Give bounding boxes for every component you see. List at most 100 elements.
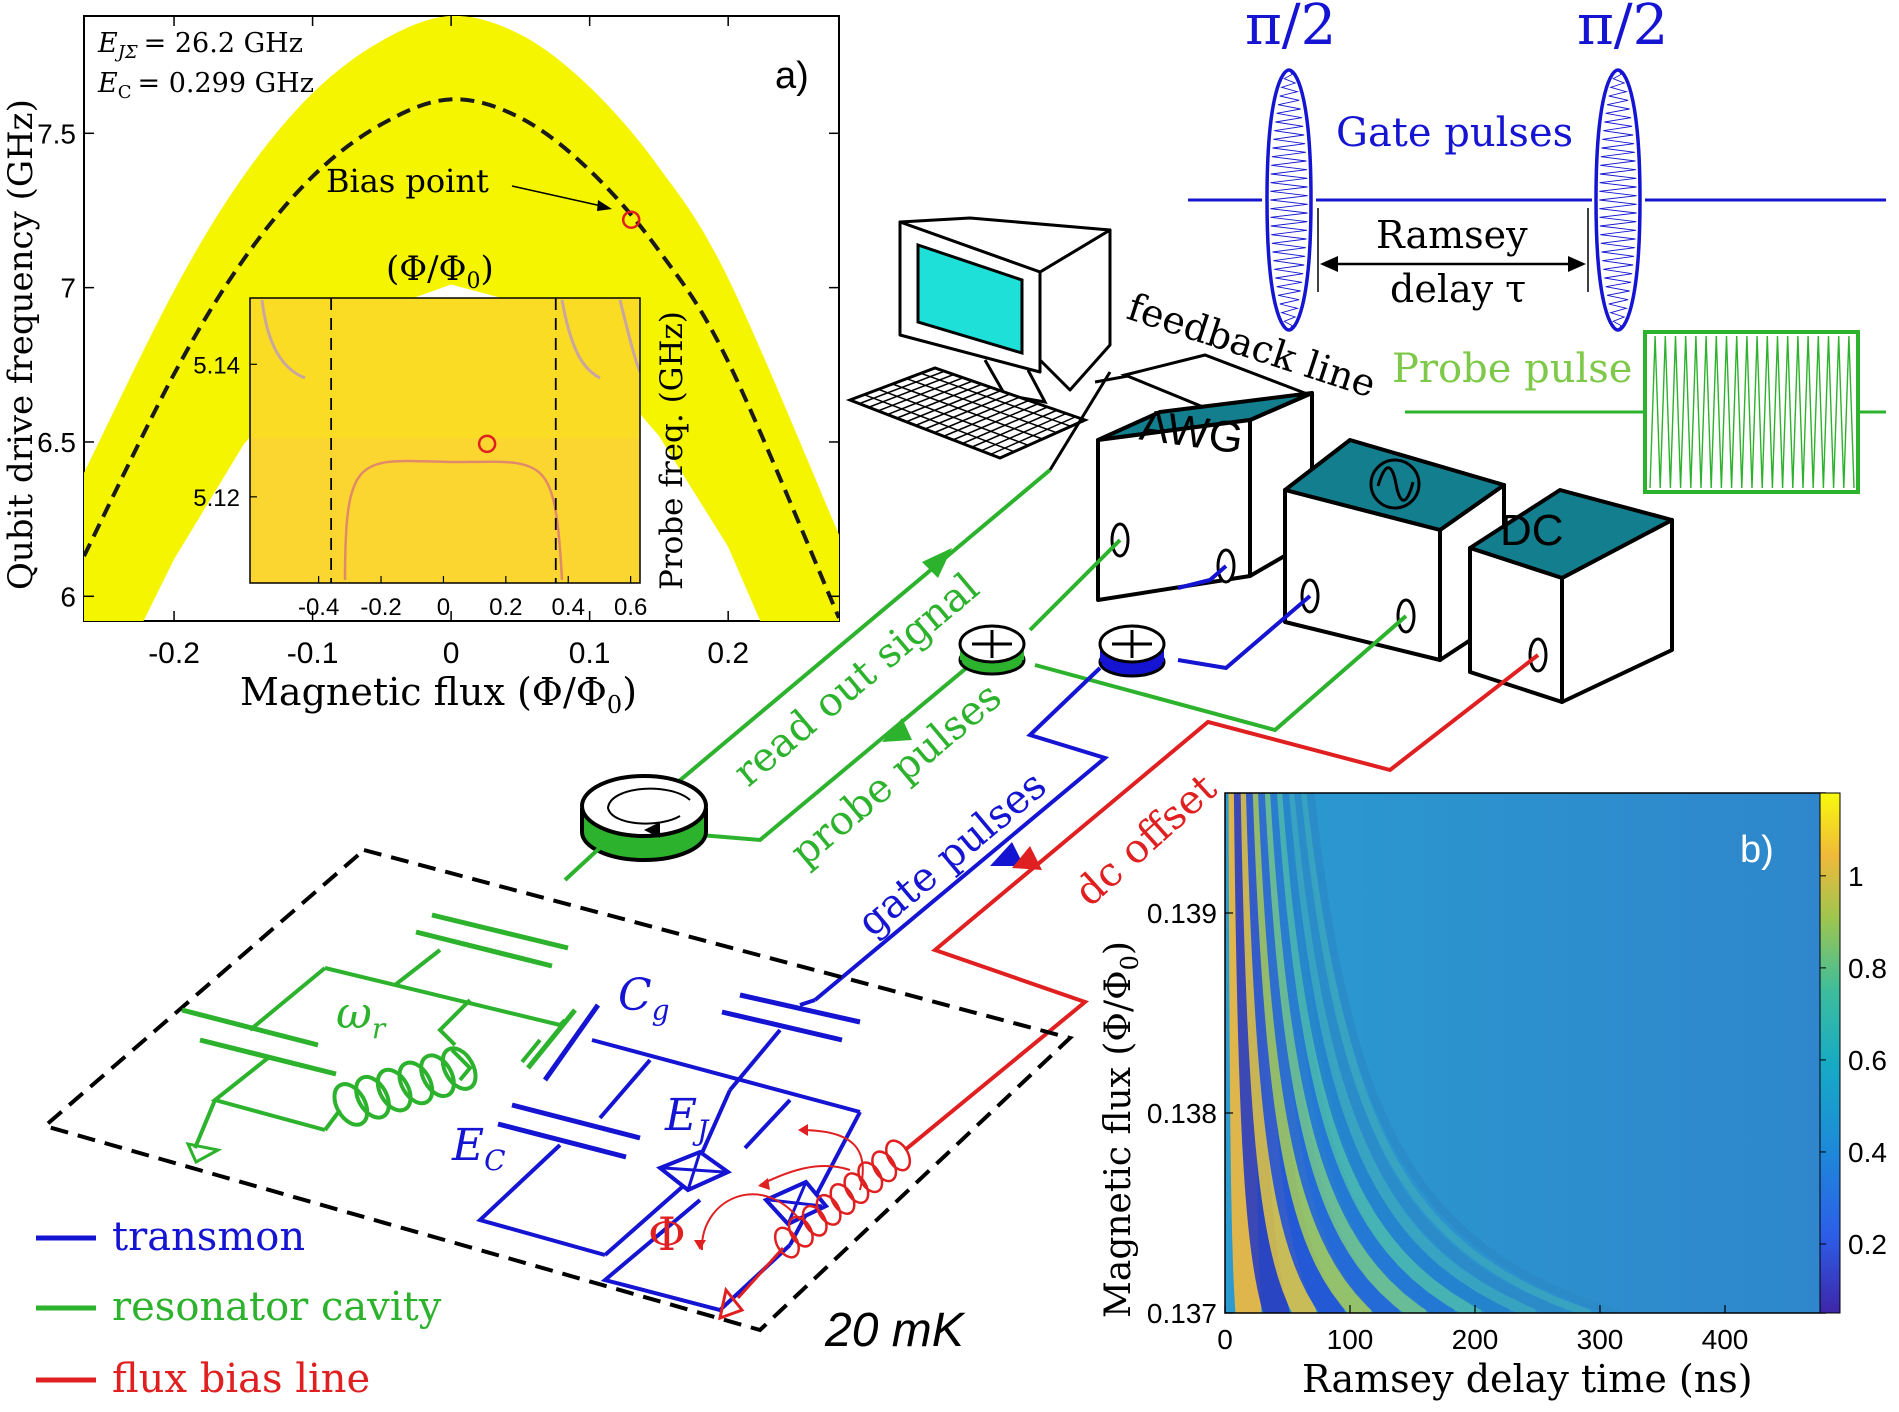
flux-bias-coil xyxy=(773,1139,912,1259)
inset-y-tick-label: 5.12 xyxy=(193,485,240,512)
plus-icon xyxy=(972,630,1012,658)
coil-turn xyxy=(773,1226,800,1259)
cg-plate-blue xyxy=(542,1003,601,1082)
coil-turn xyxy=(843,1172,870,1205)
keyboard-column xyxy=(896,383,983,419)
resonator-inductor xyxy=(332,1046,478,1127)
panel-b-xlabel: Ramsey delay time (ns) xyxy=(1302,1357,1753,1401)
b-x-tick-label: 0 xyxy=(1217,1324,1233,1355)
flux-field-arrow-1 xyxy=(700,1193,801,1251)
dc-box: DC xyxy=(1468,488,1674,704)
phi-symbol: Φ xyxy=(648,1207,686,1261)
computer-screen xyxy=(916,242,1024,356)
awg-front xyxy=(1096,418,1252,602)
gate-pulse-envelope xyxy=(1594,68,1642,332)
resonator-cap-plate-2 xyxy=(199,1037,337,1077)
coil-turn xyxy=(815,1193,842,1226)
inset-ylabel: Probe freq. (GHz) xyxy=(654,311,690,590)
param-ec: EC= 0.299 GHz xyxy=(97,68,314,103)
green-combiner xyxy=(958,624,1026,676)
legend-label-flux: flux bias line xyxy=(112,1356,370,1402)
keyboard-keys xyxy=(859,370,1076,456)
ramsey-arrowhead-right xyxy=(1568,256,1586,272)
yellow-band xyxy=(84,16,839,621)
fringe-bright xyxy=(1289,793,1537,1313)
ramsey-arrowhead-left xyxy=(1320,256,1338,272)
legend-label-resonator: resonator cavity xyxy=(112,1284,442,1330)
legend-label-transmon: transmon xyxy=(112,1214,305,1260)
param-ej: EJΣ= 26.2 GHz xyxy=(97,28,303,63)
gate-pulse-1 xyxy=(1265,68,1313,332)
inset-left-branch xyxy=(618,299,640,373)
inset-x-tick-label: 0.6 xyxy=(614,594,647,621)
panel-a-xlabel: Magnetic flux (Φ/Φ0) xyxy=(240,670,637,719)
cg-label: Cg xyxy=(618,970,670,1027)
flux-ground-icon xyxy=(717,1286,745,1321)
gate-line-siggen xyxy=(1177,594,1312,671)
x-tick-label: 0 xyxy=(443,637,460,670)
cryostat-boundary xyxy=(40,847,1074,1333)
circulator-top xyxy=(580,774,708,838)
keyboard-column xyxy=(952,403,1039,441)
ec-label: EC xyxy=(451,1120,506,1177)
inset-title: (Φ/Φ0) xyxy=(386,249,494,294)
ground-icon xyxy=(185,1141,223,1165)
ramsey-label-2: delay τ xyxy=(1390,267,1526,311)
gate-pulse-envelope xyxy=(1265,68,1313,332)
keyboard-column xyxy=(868,373,955,408)
coil-turn xyxy=(354,1074,391,1120)
colorbar-tick-label: 0.6 xyxy=(1848,1045,1887,1076)
omega-r-label: ωr xyxy=(336,988,387,1045)
inset-bright-band xyxy=(250,298,640,438)
b-y-tick-label: 0.137 xyxy=(1147,1298,1217,1329)
feedback-line xyxy=(1048,371,1112,471)
gate-pulse-oscillation xyxy=(1599,69,1637,331)
coil-turn xyxy=(829,1183,856,1215)
dc-arrowhead xyxy=(1012,846,1042,870)
gate-arrowhead xyxy=(990,842,1024,866)
ramsey-fringes xyxy=(1228,793,1620,1313)
coil-turn xyxy=(871,1150,898,1183)
circulator xyxy=(580,774,708,862)
bias-point-arrow xyxy=(511,185,607,208)
bias-point-arrowhead xyxy=(597,200,612,211)
colorbar-tick-label: 0.4 xyxy=(1848,1137,1887,1168)
y-tick-label: 6.5 xyxy=(37,427,76,458)
keyboard-column xyxy=(859,370,945,405)
flux-field-arrow-3 xyxy=(759,1164,851,1186)
qubit-frequency-curve xyxy=(84,97,839,619)
sine-icon xyxy=(1376,466,1415,502)
probe-pulse-label: Probe pulse xyxy=(1392,346,1632,392)
x-tick-label: -0.1 xyxy=(287,637,339,670)
fringe-dark xyxy=(1282,793,1510,1313)
gate-cap-plate-2 xyxy=(721,1009,843,1043)
resonator-right-branch xyxy=(323,998,473,1132)
x-tick-label: 0.1 xyxy=(569,637,611,670)
keyboard-column xyxy=(934,396,1020,434)
probe-arrowhead xyxy=(882,718,912,742)
awg-box: AWG xyxy=(1096,391,1314,602)
inset-x-tick-label: -0.4 xyxy=(298,594,339,621)
circuit: ωr Cg EJ EC Φ 20 mK xyxy=(40,842,1074,1357)
flux-line-lower xyxy=(736,1246,785,1300)
coil-turn xyxy=(440,1046,478,1091)
readout-arrowhead xyxy=(922,548,952,578)
coil-turn xyxy=(787,1215,814,1248)
panel-b-label: b) xyxy=(1740,829,1774,871)
dc-line xyxy=(903,653,1540,1152)
gate-pulses-label: Gate pulses xyxy=(1336,110,1573,156)
dc-offset-label: dc offset xyxy=(1066,765,1226,915)
computer xyxy=(845,216,1112,460)
keyboard-column xyxy=(887,380,973,416)
b-x-tick-label: 100 xyxy=(1327,1324,1374,1355)
colorbar-tick-label: 1 xyxy=(1848,861,1864,892)
probe-pulse-oscillation xyxy=(1649,335,1855,489)
ej-label: EJ xyxy=(664,1090,710,1147)
keyboard-column xyxy=(924,393,1011,430)
coil-turn xyxy=(332,1082,370,1127)
y-tick-label: 7.5 xyxy=(37,118,76,149)
